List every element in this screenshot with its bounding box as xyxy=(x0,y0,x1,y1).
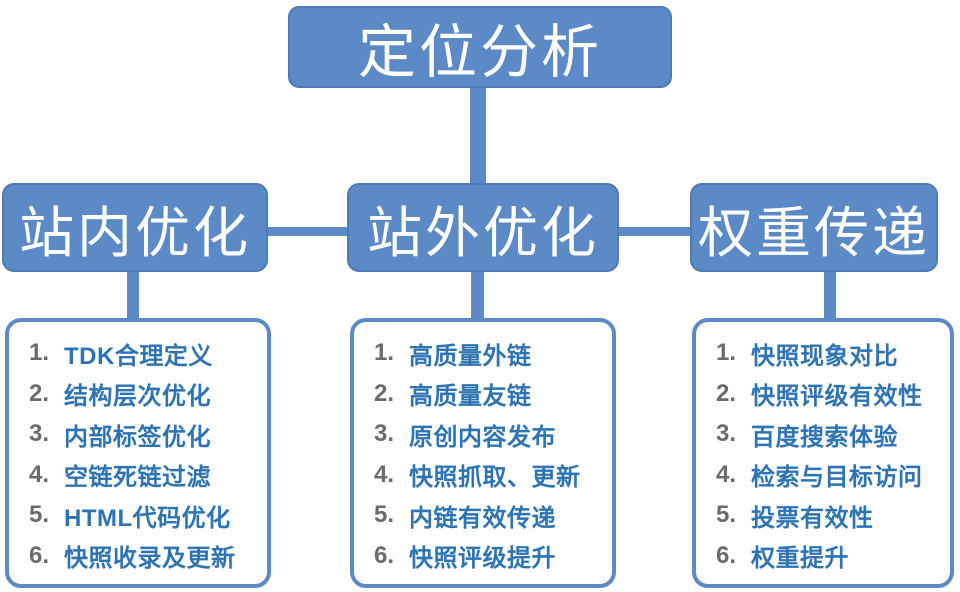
node-offsite-label: 站外优化 xyxy=(366,201,599,264)
list-item: 5. 内链有效传递 xyxy=(374,495,604,535)
list-item-text: 快照评级有效性 xyxy=(751,383,923,411)
list-item-number: 2. xyxy=(374,379,395,407)
list-item: 2. 高质量友链 xyxy=(374,374,604,414)
list-item: 1. TDK合理定义 xyxy=(29,333,259,373)
list-item-text: 高质量友链 xyxy=(409,383,532,411)
list-item-text: 内链有效传递 xyxy=(409,504,556,532)
list-item: 6. 快照收录及更新 xyxy=(29,536,259,576)
list-box-onsite: 1. TDK合理定义 2. 结构层次优化 3. 内部标签优化 4. 空链死链过滤… xyxy=(5,318,271,588)
list-item-text: 结构层次优化 xyxy=(64,383,211,411)
list-item-number: 4. xyxy=(29,460,50,488)
list-item-number: 6. xyxy=(29,541,50,569)
list-item: 6. 快照评级提升 xyxy=(374,536,604,576)
connector-root-to-offsite xyxy=(470,86,486,187)
list-item: 2. 结构层次优化 xyxy=(29,374,259,414)
list-item-number: 3. xyxy=(716,420,737,448)
node-weight-transfer: 权重传递 xyxy=(690,183,938,272)
list-item-number: 5. xyxy=(29,501,50,529)
node-root: 定位分析 xyxy=(288,6,672,88)
list-item: 3. 百度搜索体验 xyxy=(716,414,942,454)
list-item-text: 快照评级提升 xyxy=(409,545,556,573)
node-root-label: 定位分析 xyxy=(357,20,602,85)
list-item-number: 4. xyxy=(374,460,395,488)
list-item: 1. 高质量外链 xyxy=(374,333,604,373)
list-item-number: 5. xyxy=(374,501,395,529)
list-item: 3. 内部标签优化 xyxy=(29,414,259,454)
list-item-number: 3. xyxy=(374,420,395,448)
list-item: 5. HTML代码优化 xyxy=(29,495,259,535)
list-item: 5. 投票有效性 xyxy=(716,495,942,535)
list-item-text: 快照收录及更新 xyxy=(64,545,236,573)
list-item-number: 6. xyxy=(374,541,395,569)
list-item-number: 2. xyxy=(29,379,50,407)
connector-offsite-to-list xyxy=(471,270,484,322)
list-item-text: 快照现象对比 xyxy=(751,342,898,370)
connector-onsite-to-list xyxy=(127,270,139,322)
list-item-text: 投票有效性 xyxy=(751,504,874,532)
list-box-weight: 1. 快照现象对比 2. 快照评级有效性 3. 百度搜索体验 4. 检索与目标访… xyxy=(692,318,954,588)
list-item: 4. 空链死链过滤 xyxy=(29,455,259,495)
list-item-text: TDK合理定义 xyxy=(64,342,213,370)
list-item-text: HTML代码优化 xyxy=(64,504,231,532)
list-item-number: 3. xyxy=(29,420,50,448)
list-item-number: 5. xyxy=(716,501,737,529)
list-item-number: 4. xyxy=(716,460,737,488)
list-item-text: 空链死链过滤 xyxy=(64,464,211,492)
list-item-text: 内部标签优化 xyxy=(64,423,211,451)
list-item-text: 百度搜索体验 xyxy=(751,423,898,451)
connector-weight-to-list xyxy=(824,270,836,322)
list-item: 3. 原创内容发布 xyxy=(374,414,604,454)
list-item-number: 2. xyxy=(716,379,737,407)
connector-offsite-to-weight xyxy=(616,227,694,236)
list-item: 4. 快照抓取、更新 xyxy=(374,455,604,495)
node-offsite-optimization: 站外优化 xyxy=(347,183,619,272)
node-weight-label: 权重传递 xyxy=(697,201,930,264)
list-item-text: 原创内容发布 xyxy=(409,423,556,451)
list-item-number: 1. xyxy=(29,339,50,366)
list-item-text: 权重提升 xyxy=(751,545,849,573)
list-item: 1. 快照现象对比 xyxy=(716,333,942,373)
list-item-text: 检索与目标访问 xyxy=(751,464,923,492)
list-item: 6. 权重提升 xyxy=(716,536,942,576)
list-item-number: 1. xyxy=(374,339,395,366)
list-item-text: 高质量外链 xyxy=(409,342,532,370)
node-onsite-label: 站内优化 xyxy=(18,201,251,264)
list-item-text: 快照抓取、更新 xyxy=(409,464,581,492)
list-item: 4. 检索与目标访问 xyxy=(716,455,942,495)
node-onsite-optimization: 站内优化 xyxy=(2,183,268,272)
list-item: 2. 快照评级有效性 xyxy=(716,374,942,414)
list-box-offsite: 1. 高质量外链 2. 高质量友链 3. 原创内容发布 4. 快照抓取、更新 5… xyxy=(350,318,616,588)
connector-offsite-to-onsite xyxy=(264,227,352,236)
list-item-number: 1. xyxy=(716,339,737,366)
list-item-number: 6. xyxy=(716,541,737,569)
